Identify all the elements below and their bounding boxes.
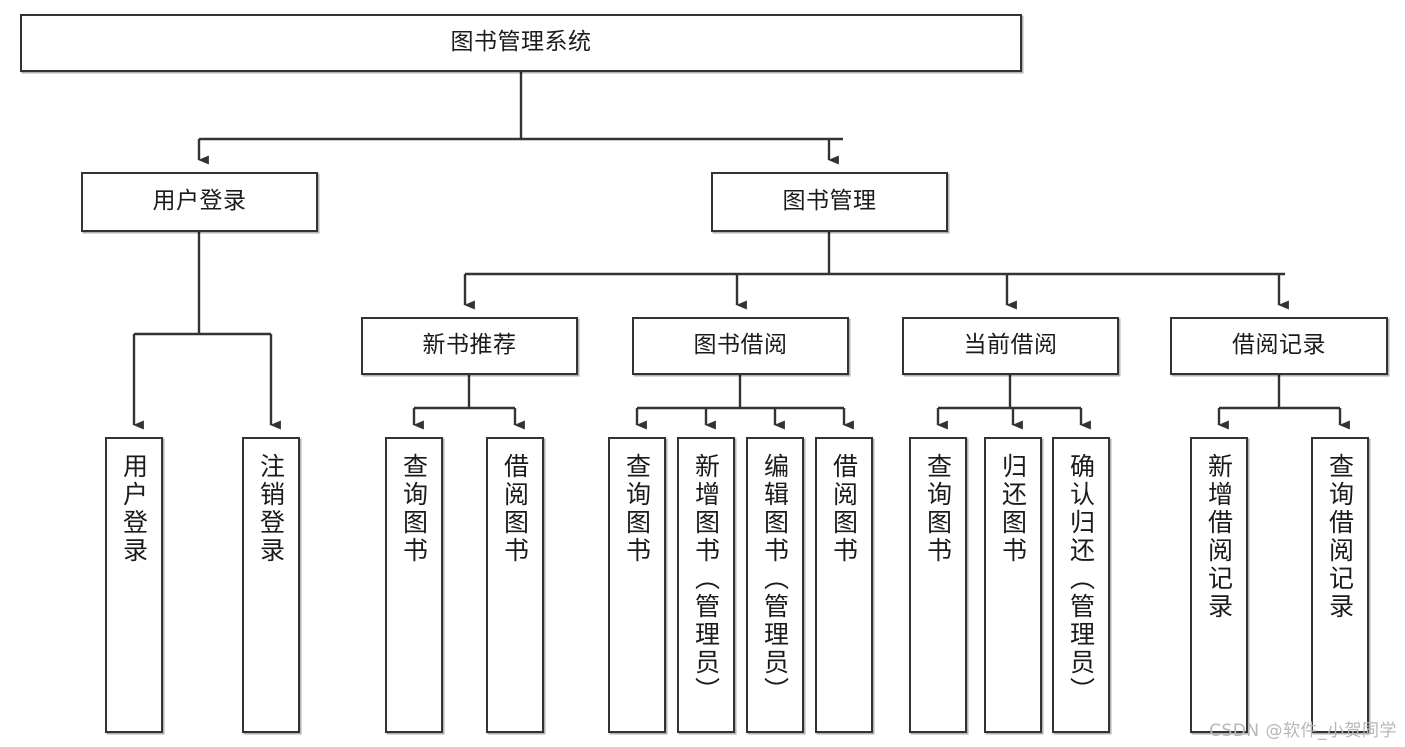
node-leaf-user-logout-label: 注销登录 bbox=[256, 453, 286, 565]
node-borrow-record[interactable]: 借阅记录 bbox=[1170, 317, 1388, 375]
node-user-login[interactable]: 用户登录 bbox=[81, 172, 318, 232]
node-leaf-borrow-book-2-label: 借阅图书 bbox=[829, 453, 859, 565]
node-leaf-borrow-book-1[interactable]: 借阅图书 bbox=[486, 437, 544, 733]
node-current-borrow-label: 当前借阅 bbox=[963, 332, 1058, 359]
node-leaf-query-book-1-label: 查询图书 bbox=[399, 453, 429, 565]
node-book-manage[interactable]: 图书管理 bbox=[711, 172, 948, 232]
node-leaf-query-book-3[interactable]: 查询图书 bbox=[909, 437, 967, 733]
node-leaf-user-login[interactable]: 用户登录 bbox=[105, 437, 163, 733]
node-leaf-query-book-2-label: 查询图书 bbox=[622, 453, 652, 565]
node-borrow-record-label: 借阅记录 bbox=[1232, 332, 1326, 359]
node-leaf-borrow-book-1-label: 借阅图书 bbox=[500, 453, 530, 565]
node-leaf-confirm-return[interactable]: 确认归还（管理员） bbox=[1052, 437, 1110, 733]
node-leaf-add-book[interactable]: 新增图书（管理员） bbox=[677, 437, 735, 733]
node-user-login-label: 用户登录 bbox=[152, 188, 247, 215]
node-leaf-query-book-1[interactable]: 查询图书 bbox=[385, 437, 443, 733]
node-leaf-user-logout[interactable]: 注销登录 bbox=[242, 437, 300, 733]
node-leaf-user-login-label: 用户登录 bbox=[119, 453, 149, 565]
node-leaf-query-book-3-label: 查询图书 bbox=[923, 453, 953, 565]
csdn-watermark: CSDN @软件_小贺同学 bbox=[1209, 721, 1397, 741]
node-leaf-query-record[interactable]: 查询借阅记录 bbox=[1311, 437, 1369, 733]
node-book-borrow[interactable]: 图书借阅 bbox=[632, 317, 849, 375]
node-new-book-recommend-label: 新书推荐 bbox=[422, 332, 517, 359]
node-leaf-add-record[interactable]: 新增借阅记录 bbox=[1190, 437, 1248, 733]
node-book-borrow-label: 图书借阅 bbox=[693, 332, 788, 359]
node-leaf-confirm-return-label: 确认归还（管理员） bbox=[1066, 453, 1096, 705]
node-leaf-add-record-label: 新增借阅记录 bbox=[1204, 453, 1234, 621]
node-book-manage-label: 图书管理 bbox=[782, 188, 877, 215]
node-leaf-edit-book-label: 编辑图书（管理员） bbox=[760, 453, 790, 705]
node-leaf-query-record-label: 查询借阅记录 bbox=[1325, 453, 1355, 621]
node-new-book-recommend[interactable]: 新书推荐 bbox=[361, 317, 578, 375]
node-current-borrow[interactable]: 当前借阅 bbox=[902, 317, 1119, 375]
node-leaf-edit-book[interactable]: 编辑图书（管理员） bbox=[746, 437, 804, 733]
node-root-label: 图书管理系统 bbox=[450, 29, 592, 56]
node-leaf-return-book[interactable]: 归还图书 bbox=[984, 437, 1042, 733]
node-leaf-return-book-label: 归还图书 bbox=[998, 453, 1028, 565]
node-leaf-add-book-label: 新增图书（管理员） bbox=[691, 453, 721, 705]
node-leaf-borrow-book-2[interactable]: 借阅图书 bbox=[815, 437, 873, 733]
node-leaf-query-book-2[interactable]: 查询图书 bbox=[608, 437, 666, 733]
node-root-system[interactable]: 图书管理系统 bbox=[20, 14, 1022, 72]
